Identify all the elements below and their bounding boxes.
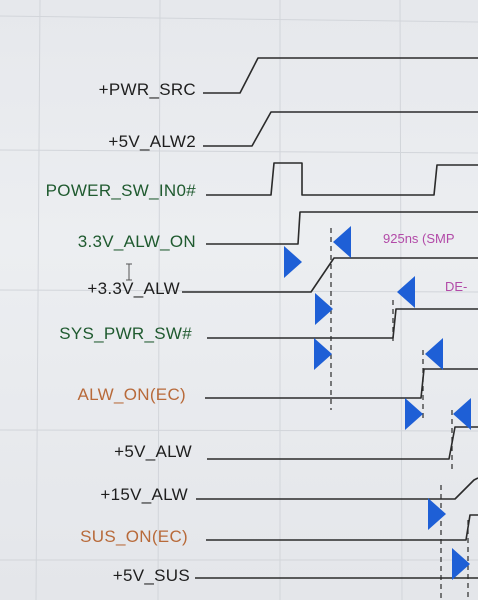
timing-arrow-left xyxy=(397,276,415,308)
waveform-pwr-src xyxy=(203,57,478,94)
waveform-5v-alw xyxy=(207,426,478,460)
timing-arrow-left xyxy=(453,398,471,430)
signal-label-5v-alw: +5V_ALW xyxy=(114,442,192,461)
signal-label-sus-on-ec: SUS_ON(EC) xyxy=(80,527,188,546)
timing-arrow-right xyxy=(428,498,446,530)
timing-arrow-left xyxy=(425,338,443,370)
waveform-sys-pwr-sw xyxy=(207,308,478,339)
waveform-alw-on-ec xyxy=(205,368,478,399)
waveform-3v3-alw-on xyxy=(206,211,478,245)
waveform-15v-alw xyxy=(196,477,478,500)
signal-label-power-sw-in0: POWER_SW_IN0# xyxy=(45,181,196,200)
timing-arrow-right xyxy=(452,548,470,580)
signal-label-pwr-src: +PWR_SRC xyxy=(98,80,196,99)
signal-label-3v3-alw-on: 3.3V_ALW_ON xyxy=(77,232,196,251)
timing-arrow-right xyxy=(315,293,333,325)
waveform-power-sw-in0 xyxy=(206,162,478,196)
timing-note-de: DE- xyxy=(445,279,468,294)
signal-label-3v3-alw: +3.3V_ALW xyxy=(87,279,180,298)
waveform-sus-on-ec xyxy=(206,514,478,541)
timing-arrow-left xyxy=(333,226,351,258)
timing-arrow-right xyxy=(405,398,423,430)
signal-label-5v-alw2: +5V_ALW2 xyxy=(108,132,196,151)
timing-note-925ns: 925ns (SMP xyxy=(383,231,455,246)
signal-label-5v-sus: +5V_SUS xyxy=(112,566,190,585)
signal-label-15v-alw: +15V_ALW xyxy=(100,485,188,504)
timing-arrow-right xyxy=(314,338,332,370)
signal-label-sys-pwr-sw: SYS_PWR_SW# xyxy=(59,324,192,343)
waveform-5v-alw2 xyxy=(203,111,478,147)
waveform-3v3-alw xyxy=(182,257,478,293)
signal-label-alw-on-ec: ALW_ON(EC) xyxy=(77,385,186,404)
timing-arrow-right xyxy=(284,246,302,278)
text-cursor-icon xyxy=(126,263,132,281)
